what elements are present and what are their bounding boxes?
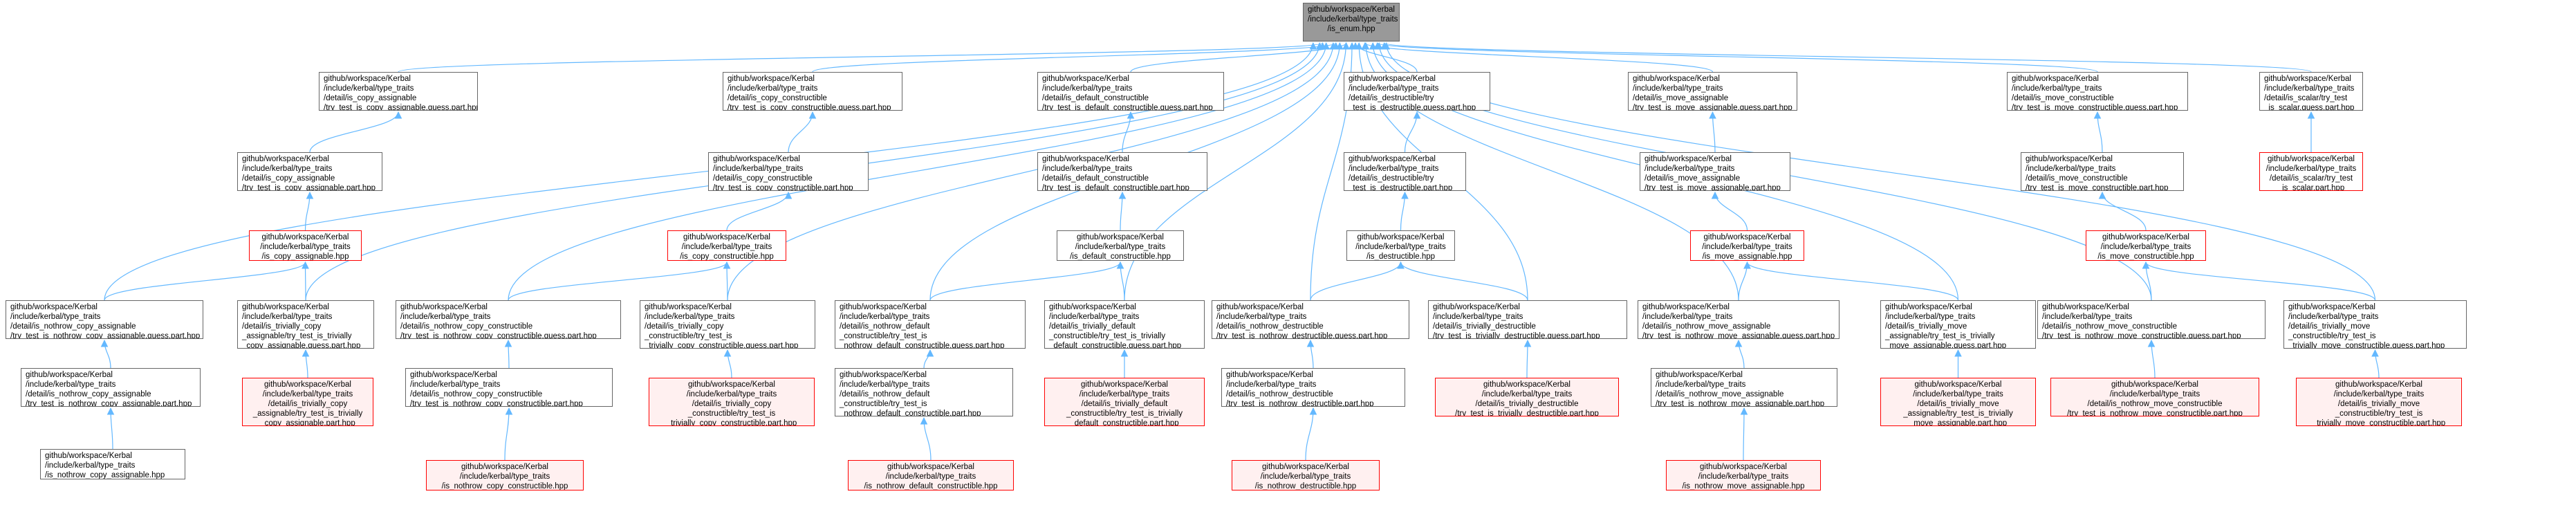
dependency-edge [1734, 339, 1745, 369]
dependency-edge [504, 407, 513, 461]
graph-node[interactable]: github/workspace/Kerbal /include/kerbal/… [1690, 230, 1804, 261]
dependency-edge [2142, 261, 2376, 301]
dependency-edge [104, 261, 309, 301]
dependency-edge [788, 111, 817, 153]
dependency-edge [1743, 261, 1959, 301]
graph-node[interactable]: github/workspace/Kerbal /include/kerbal/… [40, 449, 185, 479]
graph-node[interactable]: github/workspace/Kerbal /include/kerbal/… [723, 72, 902, 111]
dependency-edge [1738, 261, 1751, 301]
graph-node[interactable]: github/workspace/Kerbal /include/kerbal/… [237, 300, 374, 349]
graph-node[interactable]: github/workspace/Kerbal /include/kerbal/… [1344, 152, 1466, 191]
graph-node[interactable]: github/workspace/Kerbal /include/kerbal/… [649, 378, 815, 426]
dependency-edge [1118, 191, 1127, 231]
graph-node[interactable]: github/workspace/Kerbal /include/kerbal/… [1666, 460, 1821, 490]
graph-node[interactable]: github/workspace/Kerbal /include/kerbal/… [2086, 230, 2206, 261]
graph-node[interactable]: github/workspace/Kerbal /include/kerbal/… [2296, 378, 2462, 426]
graph-node[interactable]: github/workspace/Kerbal /include/kerbal/… [426, 460, 584, 490]
root-node[interactable]: github/workspace/Kerbal /include/kerbal/… [1303, 3, 1400, 42]
dependency-edge [2147, 339, 2156, 378]
dependency-edge [929, 261, 1124, 301]
dependency-edge [1523, 339, 1532, 378]
graph-node[interactable]: github/workspace/Kerbal /include/kerbal/… [2283, 300, 2467, 349]
graph-node[interactable]: github/workspace/Kerbal /include/kerbal/… [1057, 230, 1184, 261]
graph-node[interactable]: github/workspace/Kerbal /include/kerbal/… [1044, 300, 1205, 349]
dependency-edge [2098, 191, 2147, 231]
graph-node[interactable]: github/workspace/Kerbal /include/kerbal/… [2050, 378, 2259, 416]
graph-node[interactable]: github/workspace/Kerbal /include/kerbal/… [2007, 72, 2188, 111]
graph-node[interactable]: github/workspace/Kerbal /include/kerbal/… [249, 230, 362, 261]
graph-node[interactable]: github/workspace/Kerbal /include/kerbal/… [1435, 378, 1619, 416]
dependency-edge [1373, 42, 2098, 73]
dependency-edge [726, 191, 793, 231]
dependency-edge [106, 407, 115, 450]
dependency-edge [1397, 261, 1528, 301]
graph-node[interactable]: github/workspace/Kerbal /include/kerbal/… [1640, 152, 1790, 191]
dependency-edge [812, 42, 1340, 73]
graph-node[interactable]: github/workspace/Kerbal /include/kerbal/… [319, 72, 478, 111]
graph-node[interactable]: github/workspace/Kerbal /include/kerbal/… [1344, 72, 1490, 111]
dependency-edge [2371, 349, 2380, 378]
graph-node[interactable]: github/workspace/Kerbal /include/kerbal/… [835, 368, 1013, 416]
graph-node[interactable]: github/workspace/Kerbal /include/kerbal/… [667, 230, 786, 261]
dependency-edge [2093, 111, 2103, 153]
graph-node[interactable]: github/workspace/Kerbal /include/kerbal/… [1428, 300, 1627, 339]
dependency-edge [1122, 111, 1135, 153]
graph-node[interactable]: github/workspace/Kerbal /include/kerbal/… [1638, 300, 1840, 339]
graph-node[interactable]: github/workspace/Kerbal /include/kerbal/… [2259, 152, 2363, 191]
graph-node[interactable]: github/workspace/Kerbal /include/kerbal/… [1044, 378, 1205, 426]
graph-node[interactable]: github/workspace/Kerbal /include/kerbal/… [6, 300, 203, 339]
graph-node[interactable]: github/workspace/Kerbal /include/kerbal/… [237, 152, 382, 191]
dependency-edge [1404, 111, 1421, 153]
graph-node[interactable]: github/workspace/Kerbal /include/kerbal/… [1346, 230, 1455, 261]
dependency-edge [920, 416, 932, 461]
dependency-edge [723, 349, 732, 378]
graph-node[interactable]: github/workspace/Kerbal /include/kerbal/… [242, 378, 373, 426]
graph-node[interactable]: github/workspace/Kerbal /include/kerbal/… [1880, 378, 2036, 426]
graph-node[interactable]: github/workspace/Kerbal /include/kerbal/… [396, 300, 621, 339]
dependency-edge [1305, 407, 1317, 461]
graph-node[interactable]: github/workspace/Kerbal /include/kerbal/… [1651, 368, 1837, 407]
graph-node[interactable]: github/workspace/Kerbal /include/kerbal/… [405, 368, 613, 407]
dependency-edge [1400, 191, 1409, 231]
dependency-edge [1382, 42, 2376, 301]
dependency-edge [723, 261, 731, 301]
dependency-edge [100, 339, 111, 369]
dependency-edge [1116, 261, 1125, 301]
graph-node[interactable]: github/workspace/Kerbal /include/kerbal/… [1221, 368, 1405, 407]
dependency-edge [398, 42, 1326, 73]
dependency-edge [309, 111, 402, 153]
graph-node[interactable]: github/workspace/Kerbal /include/kerbal/… [2021, 152, 2184, 191]
dependency-edge [504, 339, 512, 369]
graph-node[interactable]: github/workspace/Kerbal /include/kerbal/… [1037, 72, 1224, 111]
dependency-edge [1361, 42, 1714, 73]
dependency-edge [302, 349, 310, 378]
dependency-edge [1740, 407, 1748, 461]
graph-node[interactable]: github/workspace/Kerbal /include/kerbal/… [2259, 72, 2363, 111]
graph-node[interactable]: github/workspace/Kerbal /include/kerbal/… [1628, 72, 1797, 111]
graph-node[interactable]: github/workspace/Kerbal /include/kerbal/… [640, 300, 815, 349]
dependency-edge [1306, 339, 1315, 369]
graph-node[interactable]: github/workspace/Kerbal /include/kerbal/… [835, 300, 1026, 349]
graph-node[interactable]: github/workspace/Kerbal /include/kerbal/… [1232, 460, 1380, 490]
dependency-edge [1381, 42, 2312, 73]
graph-node[interactable]: github/workspace/Kerbal /include/kerbal/… [848, 460, 1014, 490]
graph-node[interactable]: github/workspace/Kerbal /include/kerbal/… [1212, 300, 1409, 339]
graph-node[interactable]: github/workspace/Kerbal /include/kerbal/… [708, 152, 869, 191]
dependency-edge [508, 261, 731, 301]
dependency-edge [1711, 191, 1748, 231]
graph-node[interactable]: github/workspace/Kerbal /include/kerbal/… [21, 368, 201, 407]
graph-node[interactable]: github/workspace/Kerbal /include/kerbal/… [2037, 300, 2265, 339]
dependency-edge [508, 42, 1331, 301]
dependency-edge [304, 191, 314, 231]
graph-node[interactable]: github/workspace/Kerbal /include/kerbal/… [1880, 300, 2036, 349]
dependency-edge [1709, 111, 1716, 153]
graph-node[interactable]: github/workspace/Kerbal /include/kerbal/… [1037, 152, 1207, 191]
dependency-edge [923, 349, 934, 369]
dependency-edge [1310, 261, 1405, 301]
